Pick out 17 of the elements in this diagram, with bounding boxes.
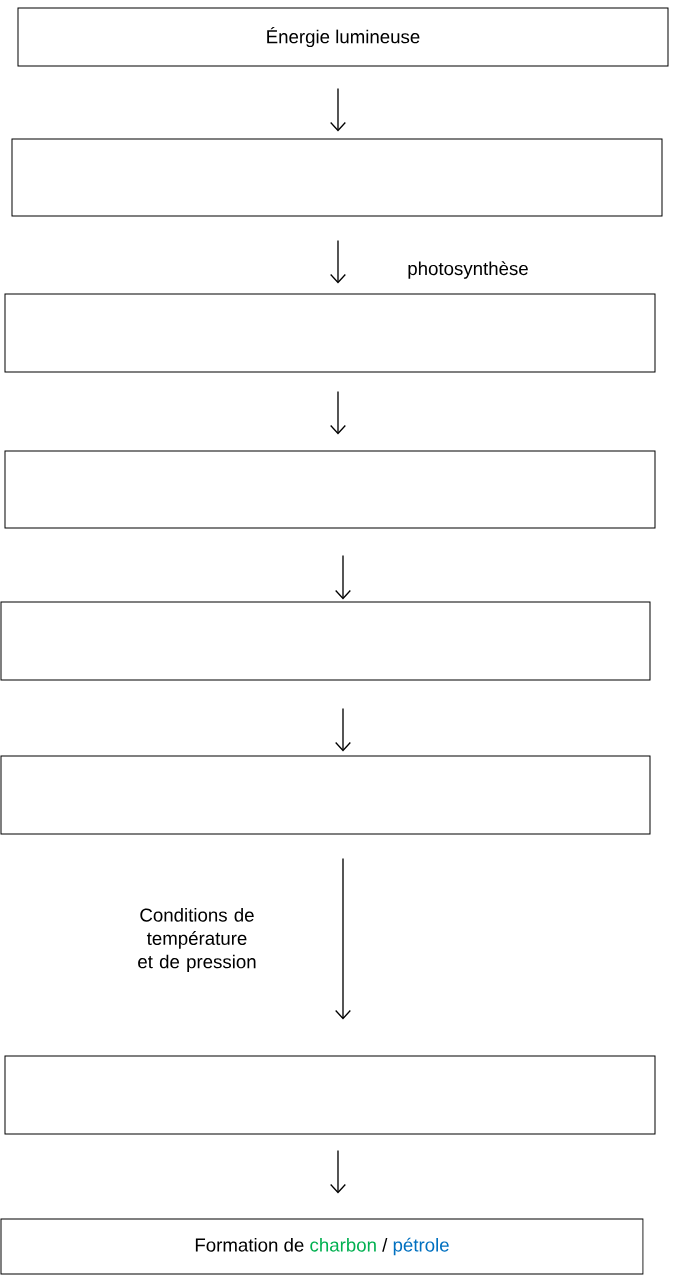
arrow	[335, 554, 351, 600]
arrow	[330, 1149, 346, 1194]
empty-box	[4, 450, 656, 529]
process-box: Énergie lumineuse	[17, 7, 669, 67]
arrow	[330, 239, 346, 284]
empty-box	[0, 601, 651, 681]
arrow	[335, 707, 351, 752]
empty-box	[0, 755, 651, 835]
empty-box	[4, 1055, 656, 1135]
arrow	[330, 390, 346, 435]
arrow	[330, 87, 346, 132]
edge-label: photosynthèse	[408, 261, 528, 279]
edge-label: Conditions de température et de pression	[138, 907, 256, 973]
empty-box	[4, 293, 656, 373]
arrow	[335, 857, 351, 1020]
empty-box	[11, 138, 663, 217]
process-box: Formation de charbon / pétrole	[0, 1218, 644, 1275]
